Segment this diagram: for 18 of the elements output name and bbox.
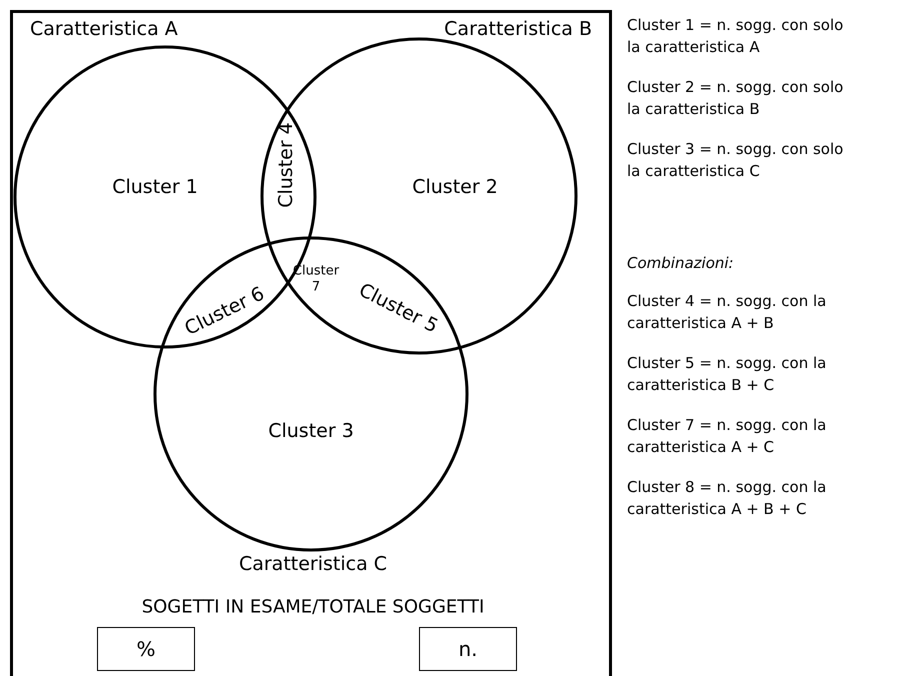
section-heading: Combinazioni:	[627, 253, 735, 274]
frame-box	[10, 10, 612, 676]
legend-note: Cluster 1 = n. sogg. con solo la caratteristica A	[627, 15, 844, 58]
value-box: %	[97, 627, 195, 671]
legend-note: Cluster 4 = n. sogg. con la caratteristica A + B	[627, 291, 828, 334]
cluster-label: Cluster 2	[412, 177, 498, 199]
legend-note: Cluster 5 = n. sogg. con la caratteristica B + C	[627, 353, 828, 396]
set-title: Caratteristica A	[30, 19, 178, 41]
legend-note: Cluster 2 = n. sogg. con solo la caratteristica B	[627, 77, 844, 120]
set-title: Caratteristica C	[238, 554, 388, 576]
set-title: Caratteristica B	[444, 19, 592, 41]
legend-note: Cluster 7 = n. sogg. con la caratteristica A + C	[627, 415, 828, 458]
legend-note: Cluster 8 = n. sogg. con la caratteristica A + B + C	[627, 477, 828, 520]
ratio-label: SOGETTI IN ESAME/TOTALE SOGGETTI	[142, 598, 484, 618]
cluster-label: Cluster 3	[268, 421, 354, 443]
value-box: n.	[419, 627, 517, 671]
legend-note: Cluster 3 = n. sogg. con solo la caratteristica C	[627, 139, 844, 182]
cluster-label: Cluster 1	[112, 177, 198, 199]
